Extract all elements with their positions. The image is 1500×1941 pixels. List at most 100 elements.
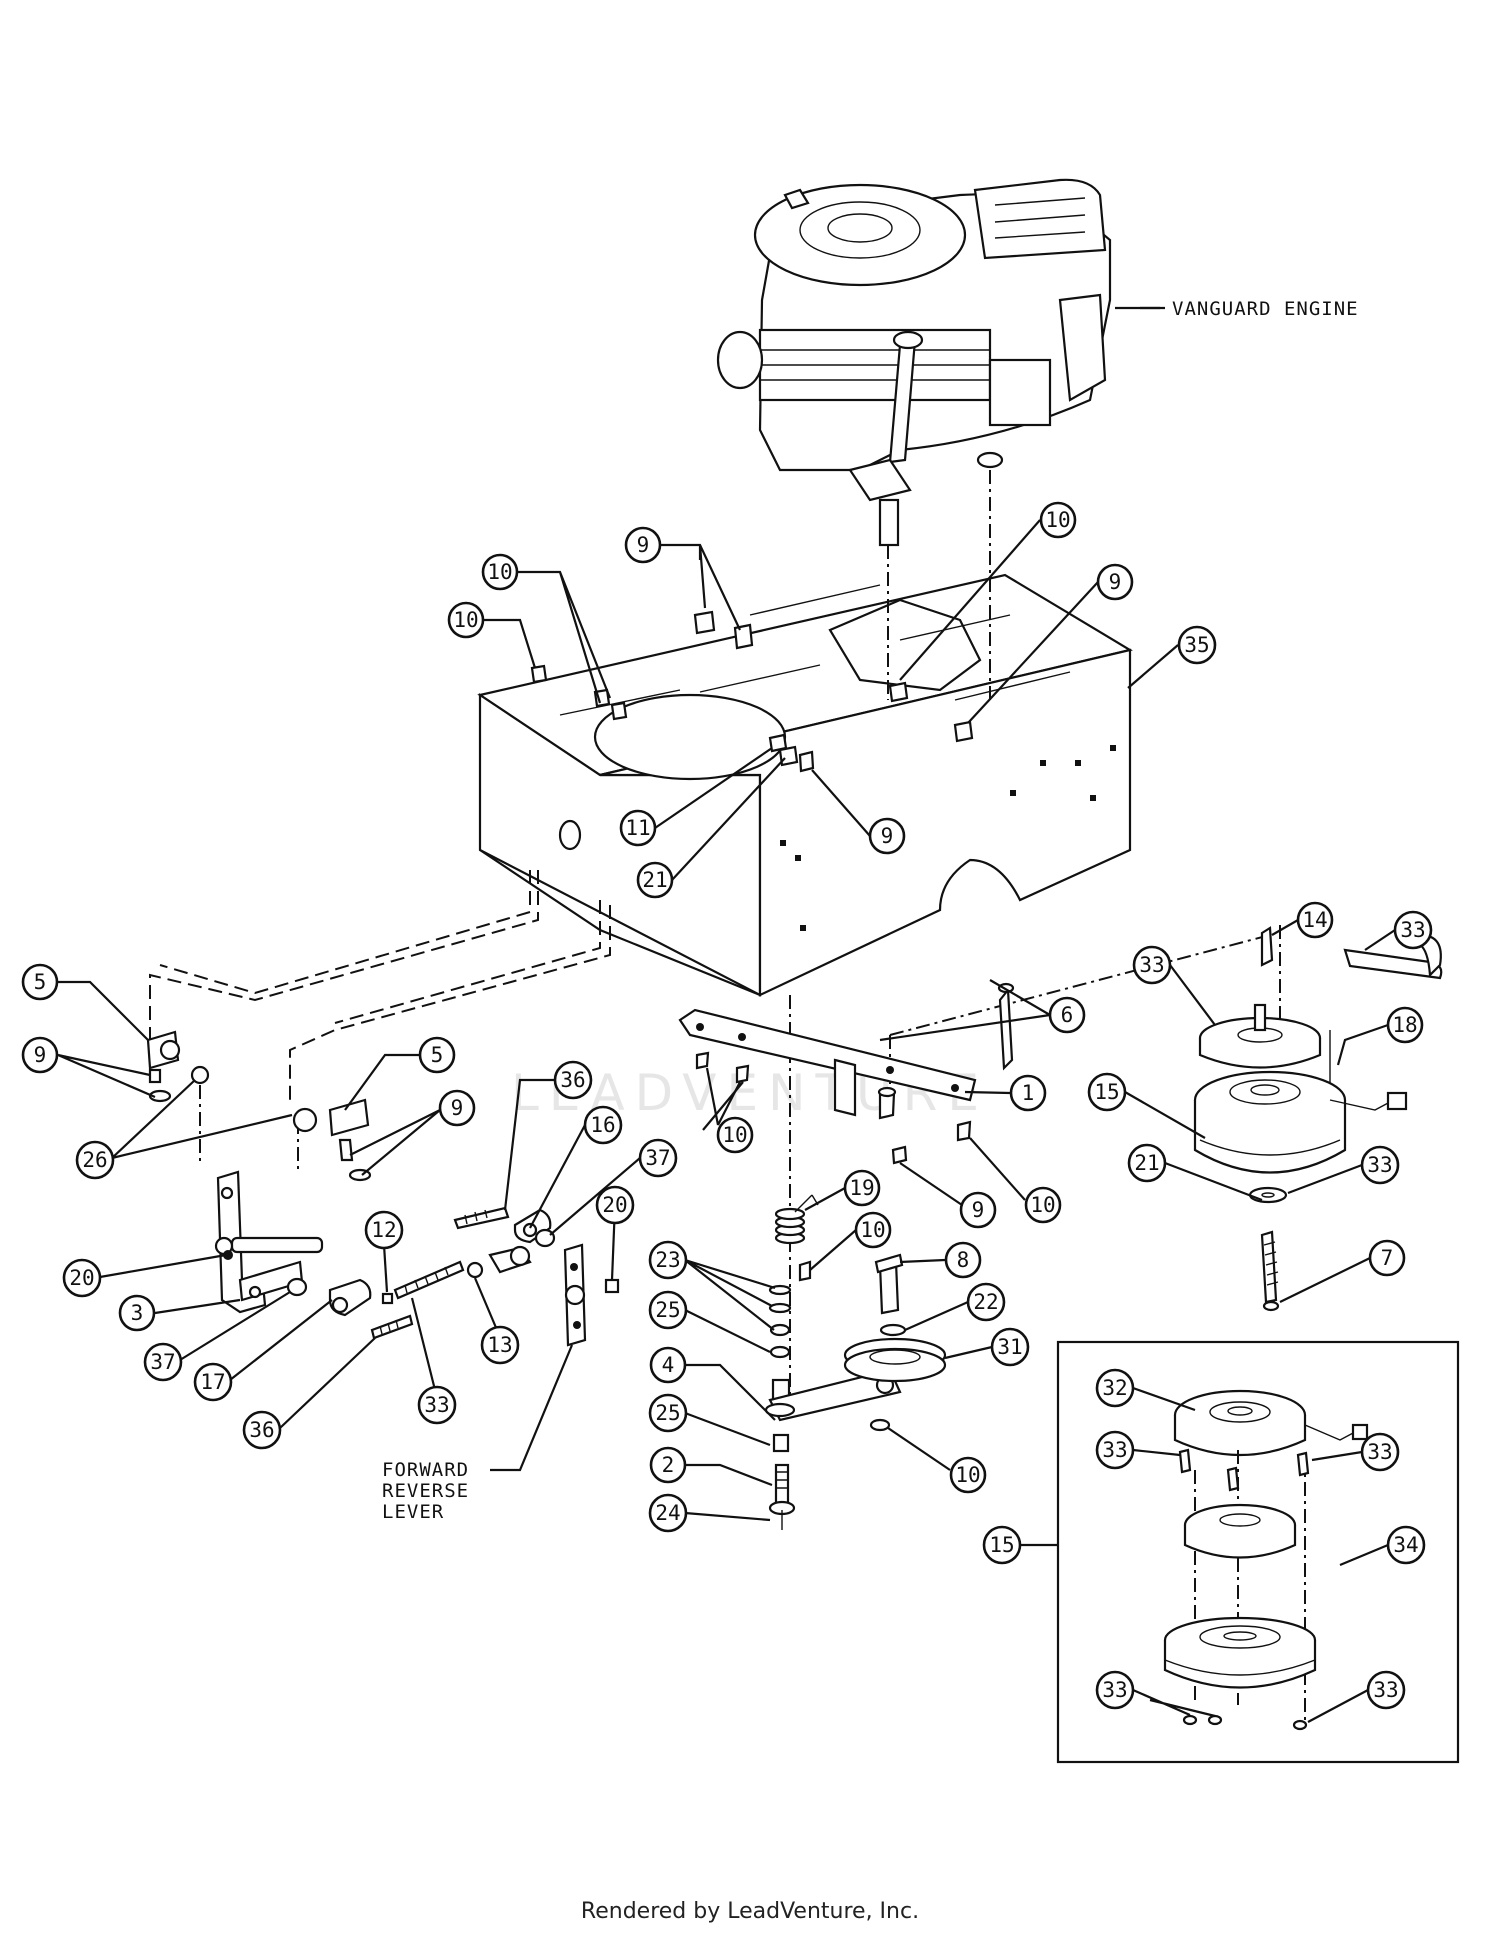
svg-text:33: 33 — [1367, 1440, 1392, 1464]
svg-text:LEVER: LEVER — [382, 1501, 444, 1523]
svg-text:25: 25 — [655, 1298, 680, 1322]
callout-33-a: 33 — [1095, 1430, 1181, 1470]
svg-text:32: 32 — [1102, 1376, 1127, 1400]
svg-text:15: 15 — [1094, 1080, 1119, 1104]
svg-text:9: 9 — [451, 1096, 464, 1120]
svg-text:22: 22 — [973, 1290, 998, 1314]
svg-text:33: 33 — [424, 1393, 449, 1417]
svg-text:9: 9 — [637, 533, 650, 557]
svg-text:9: 9 — [972, 1198, 985, 1222]
svg-text:6: 6 — [1061, 1003, 1074, 1027]
svg-text:33: 33 — [1102, 1438, 1127, 1462]
svg-text:31: 31 — [997, 1335, 1022, 1359]
svg-text:18: 18 — [1392, 1013, 1417, 1037]
callout-4: 4 — [649, 1346, 776, 1421]
center-assembly — [678, 982, 1015, 1530]
svg-text:3: 3 — [131, 1301, 144, 1325]
svg-text:11: 11 — [625, 816, 650, 840]
svg-text:15: 15 — [989, 1533, 1014, 1557]
svg-text:21: 21 — [642, 868, 667, 892]
svg-text:1: 1 — [1022, 1081, 1035, 1105]
callout-2: 2 — [649, 1446, 773, 1487]
callout-36-a: 36 — [503, 1060, 593, 1211]
svg-text:37: 37 — [150, 1350, 175, 1374]
forward-reverse-linkage — [146, 1030, 620, 1347]
svg-text:16: 16 — [590, 1113, 615, 1137]
callout-23: 23 — [648, 1240, 776, 1331]
svg-text:2: 2 — [662, 1453, 675, 1477]
svg-text:13: 13 — [487, 1333, 512, 1357]
svg-text:5: 5 — [431, 1043, 444, 1067]
callout-12: 12 — [364, 1210, 404, 1293]
svg-text:19: 19 — [849, 1176, 874, 1200]
callout-27: 33 — [410, 1297, 457, 1425]
callout-17: 17 — [193, 1299, 333, 1402]
svg-text:24: 24 — [655, 1501, 680, 1525]
svg-text:20: 20 — [69, 1266, 94, 1290]
callout-22: 22 — [904, 1282, 1006, 1332]
callout-35: 35 — [1127, 625, 1217, 689]
svg-text:5: 5 — [34, 970, 47, 994]
callout-6: 6 — [879, 979, 1086, 1042]
callout-10-a: 10 — [899, 501, 1077, 681]
clutch-assembly — [1193, 926, 1443, 1312]
callout-11: 11 — [619, 747, 773, 847]
callout-9-e: 9 — [21, 1036, 156, 1099]
svg-text:REVERSE: REVERSE — [382, 1480, 469, 1502]
svg-text:8: 8 — [957, 1248, 970, 1272]
svg-text:10: 10 — [955, 1463, 980, 1487]
svg-text:10: 10 — [722, 1123, 747, 1147]
frame-box — [477, 573, 1133, 997]
callout-26: 26 — [75, 1079, 293, 1180]
svg-text:36: 36 — [560, 1068, 585, 1092]
callout-25-b: 25 — [648, 1393, 771, 1447]
svg-text:9: 9 — [1109, 570, 1122, 594]
callout-10-c: 10 — [447, 601, 537, 669]
svg-text:10: 10 — [1030, 1193, 1055, 1217]
svg-text:14: 14 — [1302, 908, 1327, 932]
frame-hardware — [530, 610, 974, 773]
callout-9-a: 9 — [967, 563, 1134, 724]
callout-36-b: 36 — [242, 1337, 376, 1450]
callout-30: 33 — [1132, 945, 1216, 1026]
callout-5-b: 5 — [344, 1036, 456, 1111]
svg-text:33: 33 — [1367, 1153, 1392, 1177]
callout-13: 13 — [473, 1277, 520, 1365]
callout-9-f: 9 — [349, 1089, 476, 1176]
svg-text:9: 9 — [881, 824, 894, 848]
callout-14: 14 — [1271, 901, 1334, 939]
svg-text:9: 9 — [34, 1043, 47, 1067]
svg-text:10: 10 — [487, 560, 512, 584]
svg-text:34: 34 — [1393, 1533, 1418, 1557]
clutch-exploded-inset — [1056, 1340, 1460, 1764]
callout-24: 24 — [648, 1493, 771, 1533]
callout-15-b: 15 — [982, 1525, 1058, 1565]
callout-3: 3 — [118, 1294, 241, 1332]
svg-text:37: 37 — [645, 1146, 670, 1170]
label-vanguard-engine: VANGUARD ENGINE — [1115, 298, 1358, 320]
callout-5-a: 5 — [21, 963, 149, 1041]
svg-text:4: 4 — [662, 1353, 675, 1377]
svg-text:17: 17 — [200, 1370, 225, 1394]
callout-10-e: 10 — [969, 1137, 1062, 1224]
svg-text:23: 23 — [655, 1248, 680, 1272]
callout-28: 33 — [1287, 1145, 1400, 1195]
svg-text:10: 10 — [1045, 508, 1070, 532]
svg-text:26: 26 — [82, 1148, 107, 1172]
callout-8: 8 — [899, 1241, 982, 1279]
svg-text:35: 35 — [1184, 633, 1209, 657]
callout-33-d: 33 — [1307, 1670, 1406, 1723]
callout-9-b: 9 — [624, 526, 741, 631]
callout-10-f: 10 — [809, 1211, 892, 1271]
callout-19: 19 — [804, 1169, 881, 1211]
callout-20-a: 20 — [595, 1185, 635, 1281]
callout-20-b: 20 — [62, 1253, 227, 1298]
svg-text:33: 33 — [1139, 953, 1164, 977]
svg-text:12: 12 — [371, 1218, 396, 1242]
svg-text:FORWARD: FORWARD — [382, 1459, 469, 1481]
svg-text:36: 36 — [249, 1418, 274, 1442]
callout-16: 16 — [529, 1105, 623, 1229]
callout-10-g: 10 — [887, 1427, 987, 1494]
svg-text:10: 10 — [860, 1218, 885, 1242]
svg-text:33: 33 — [1373, 1678, 1398, 1702]
